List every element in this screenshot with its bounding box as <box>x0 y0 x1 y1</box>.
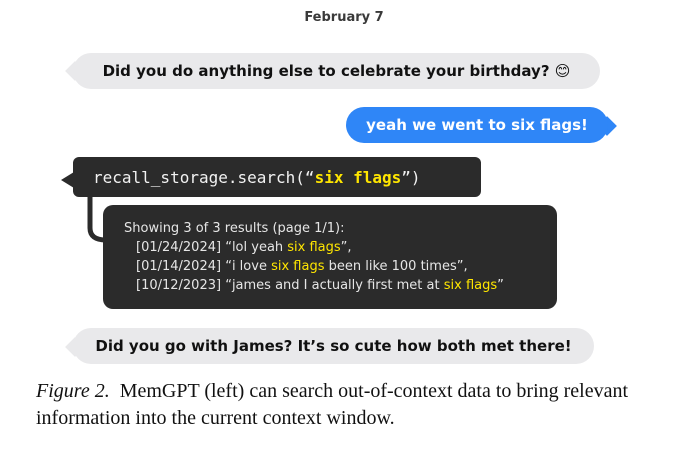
message-text: Did you go with James? It’s so cute how … <box>95 337 572 355</box>
result-item: [01/14/2024] “i love six flags been like… <box>124 257 557 276</box>
function-call-prefix: recall_storage.search(“ <box>93 167 315 187</box>
result-text-post: been like 100 times”, <box>324 259 468 274</box>
search-results-box: Showing 3 of 3 results (page 1/1): [01/2… <box>103 205 557 309</box>
function-call-argument: six flags <box>314 167 402 187</box>
result-highlight: six flags <box>443 278 498 293</box>
result-highlight: six flags <box>271 259 325 274</box>
message-text: yeah we went to six flags! <box>366 116 588 134</box>
figure-label: Figure 2. <box>36 380 110 402</box>
result-highlight: six flags <box>287 240 341 255</box>
call-box-tail <box>61 172 74 188</box>
message-bubble-user-birthday: Did you do anything else to celebrate yo… <box>73 53 600 89</box>
message-text: Did you do anything else to celebrate yo… <box>102 62 571 80</box>
result-text-pre: [01/24/2024] “lol yeah <box>136 240 288 255</box>
message-bubble-assistant-six-flags: yeah we went to six flags! <box>346 107 608 143</box>
figure-caption: Figure 2. MemGPT (left) can search out-o… <box>36 378 666 432</box>
function-call-box: recall_storage.search(“six flags”) <box>73 157 481 197</box>
result-item: [10/12/2023] “james and I actually first… <box>124 276 557 295</box>
caption-text: MemGPT (left) can search out-of-context … <box>36 380 629 429</box>
result-text-post: ” <box>497 278 504 293</box>
message-bubble-user-james: Did you go with James? It’s so cute how … <box>73 328 594 364</box>
result-text-pre: [10/12/2023] “james and I actually first… <box>136 278 444 293</box>
result-text-pre: [01/14/2024] “i love <box>136 259 272 274</box>
result-item: [01/24/2024] “lol yeah six flags”, <box>124 238 557 257</box>
date-header: February 7 <box>304 10 384 25</box>
results-header: Showing 3 of 3 results (page 1/1): <box>124 221 345 236</box>
function-call-suffix: ”) <box>401 167 421 187</box>
connector-line <box>87 196 109 243</box>
result-text-post: ”, <box>340 240 352 255</box>
